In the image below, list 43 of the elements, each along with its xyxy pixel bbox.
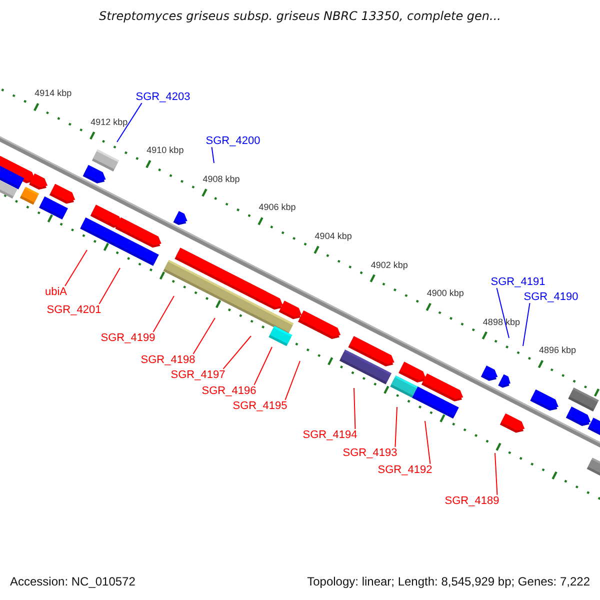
scale-tick-label: 4896 kbp [538,346,576,356]
leader-line [424,420,431,464]
gene-label: SGR_4189 [444,494,500,508]
leader-line [98,268,120,304]
scale-tick-label: 4908 kbp [202,174,240,185]
gene-label: SGR_4190 [524,290,578,304]
gene-label: SGR_4199 [100,332,156,344]
scale-tick-label: 4914 kbp [34,89,72,100]
leader-line [394,406,398,448]
gene-label: SGR_4195 [232,400,288,412]
leader-line [192,318,216,354]
leader-line [496,288,510,338]
footer-text: Topology: linear; Length: 8,545,929 bp; Genes: 7,222 [307,575,590,589]
gene-label: SGR_4193 [342,446,398,460]
leader-line [64,250,88,286]
footer-text: Accession: NC_010572 [10,575,136,589]
chart-title: Streptomyces griseus subsp. griseus NBRC 13350, complete gen... [98,10,502,24]
leader-line [116,102,142,142]
scale-tick-label: 4910 kbp [146,146,184,156]
gene-label: SGR_4198 [140,354,196,366]
gene-label: SGR_4194 [302,428,358,442]
gene-label: SGR_4201 [46,304,102,316]
leader-line [222,336,252,370]
scale-tick-label: 4912 kbp [90,118,128,128]
gene-label: ubiA [44,286,68,298]
leader-line [152,296,174,332]
gene-label: SGR_4191 [490,276,546,288]
leader-line [254,346,272,386]
scale-tick-label: 4902 kbp [370,260,408,270]
scale-tick-label: 4904 kbp [314,232,352,242]
gene-label: SGR_4203 [136,90,190,104]
scale-tick-label: 4900 kbp [426,289,464,300]
leader-line [354,388,356,430]
gene-label: SGR_4200 [206,134,260,148]
scale-tick-label: 4906 kbp [258,204,296,214]
leader-line [522,302,530,346]
gene-label: SGR_4196 [202,384,256,398]
scale-tick-label: 4898 kbp [482,318,520,328]
leader-line [494,452,498,496]
gene-label: SGR_4197 [170,368,226,382]
gene-label: SGR_4192 [378,464,432,476]
leader-line [284,360,300,400]
leader-line [211,146,214,164]
